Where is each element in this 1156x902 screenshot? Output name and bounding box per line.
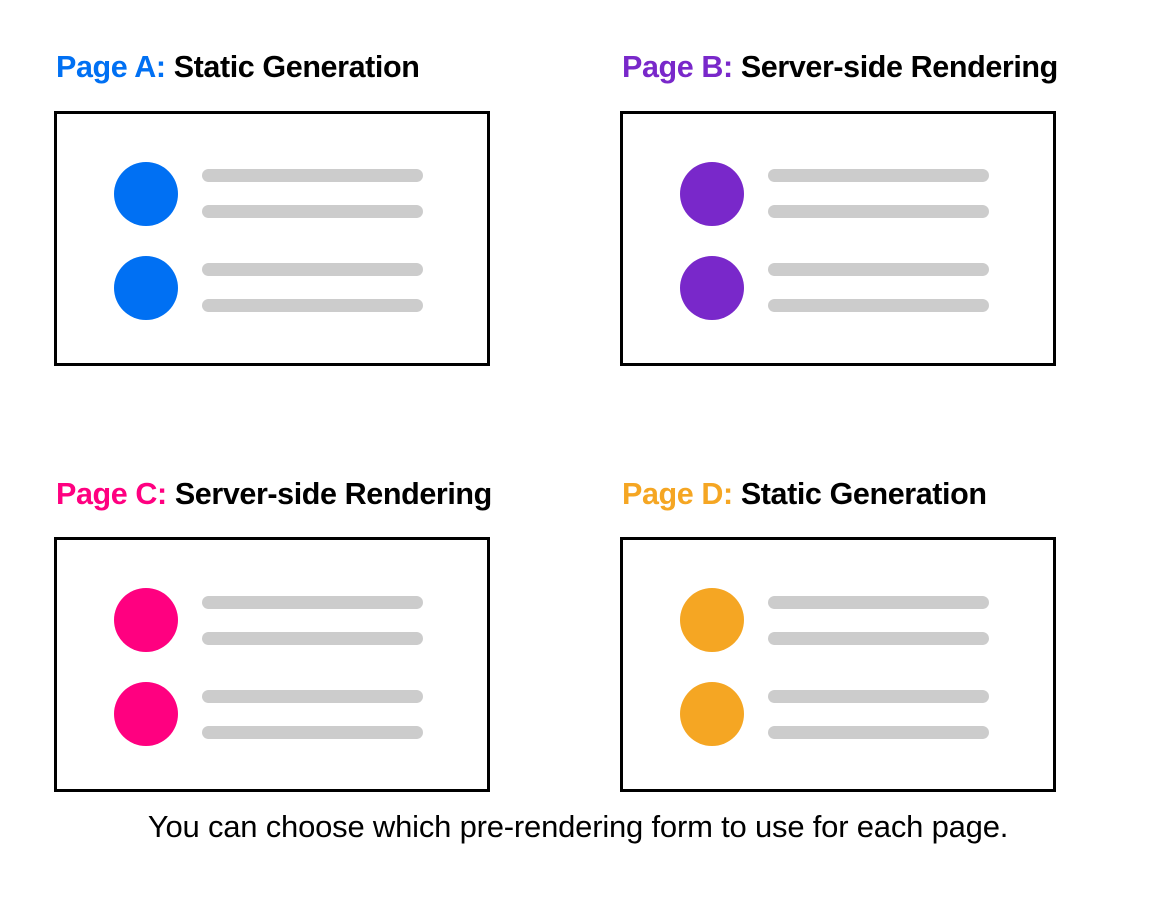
card-row — [114, 588, 473, 652]
placeholder-line — [768, 689, 989, 703]
placeholder-lines — [202, 263, 473, 312]
placeholder-lines — [202, 595, 473, 645]
page-c-heading: Page C: Server-side Rendering — [56, 476, 492, 511]
page-a-heading: Page A: Static Generation — [56, 52, 490, 83]
avatar-circle-icon — [114, 682, 178, 746]
page-c-card-rows — [114, 588, 473, 746]
page-c-mode: Server-side Rendering — [174, 476, 492, 511]
avatar-circle-icon — [680, 588, 744, 652]
placeholder-line — [202, 299, 423, 312]
page-b-card-rows — [680, 161, 1039, 320]
placeholder-lines — [202, 169, 473, 218]
page-d-mode: Static Generation — [740, 476, 987, 511]
placeholder-line — [768, 205, 989, 218]
avatar-circle-icon — [680, 682, 744, 746]
placeholder-line — [202, 631, 423, 645]
avatar-circle-icon — [680, 161, 744, 226]
page-a-card — [54, 110, 490, 366]
placeholder-line — [768, 263, 989, 276]
page-panel-b: Page B: Server-side Rendering — [620, 50, 1058, 366]
placeholder-line — [202, 263, 423, 276]
placeholder-line — [768, 595, 989, 609]
page-b-label: Page B: — [622, 50, 733, 84]
placeholder-line — [768, 299, 989, 312]
placeholder-lines — [768, 169, 1039, 218]
placeholder-lines — [768, 689, 1039, 739]
page-panel-row-bottom: Page C: Server-side Rendering — [54, 476, 1056, 792]
placeholder-lines — [768, 263, 1039, 312]
page-panel-a: Page A: Static Generation — [54, 52, 490, 366]
avatar-circle-icon — [114, 255, 178, 320]
placeholder-line — [202, 205, 423, 218]
placeholder-lines — [768, 595, 1039, 645]
page-panel-d: Page D: Static Generation — [620, 476, 1056, 792]
card-row — [680, 161, 1039, 226]
placeholder-line — [202, 689, 423, 703]
card-row — [680, 588, 1039, 652]
page-a-label: Page A: — [56, 50, 166, 84]
placeholder-line — [202, 169, 423, 182]
placeholder-line — [768, 725, 989, 739]
page-b-mode: Server-side Rendering — [740, 50, 1058, 84]
page-panel-c: Page C: Server-side Rendering — [54, 476, 492, 792]
placeholder-lines — [202, 689, 473, 739]
avatar-circle-icon — [114, 588, 178, 652]
card-row — [114, 161, 473, 226]
page-d-label: Page D: — [622, 476, 733, 511]
card-row — [114, 255, 473, 320]
page-d-card — [620, 537, 1056, 792]
page-panel-grid: Page A: Static Generation — [54, 50, 1058, 792]
page-d-card-rows — [680, 588, 1039, 746]
card-row — [680, 255, 1039, 320]
placeholder-line — [768, 631, 989, 645]
page-c-card — [54, 537, 490, 792]
page-c-label: Page C: — [56, 476, 167, 511]
placeholder-line — [202, 595, 423, 609]
card-row — [680, 682, 1039, 746]
page-panel-row-top: Page A: Static Generation — [54, 50, 1058, 366]
page-d-heading: Page D: Static Generation — [622, 476, 1056, 511]
page-a-card-rows — [114, 161, 473, 320]
placeholder-line — [202, 725, 423, 739]
page-b-heading: Page B: Server-side Rendering — [622, 50, 1058, 84]
avatar-circle-icon — [114, 161, 178, 226]
card-row — [114, 682, 473, 746]
page-a-mode: Static Generation — [173, 50, 420, 84]
page-b-card — [620, 110, 1056, 366]
avatar-circle-icon — [680, 255, 744, 320]
diagram-caption: You can choose which pre-rendering form … — [147, 809, 1009, 844]
placeholder-line — [768, 169, 989, 182]
